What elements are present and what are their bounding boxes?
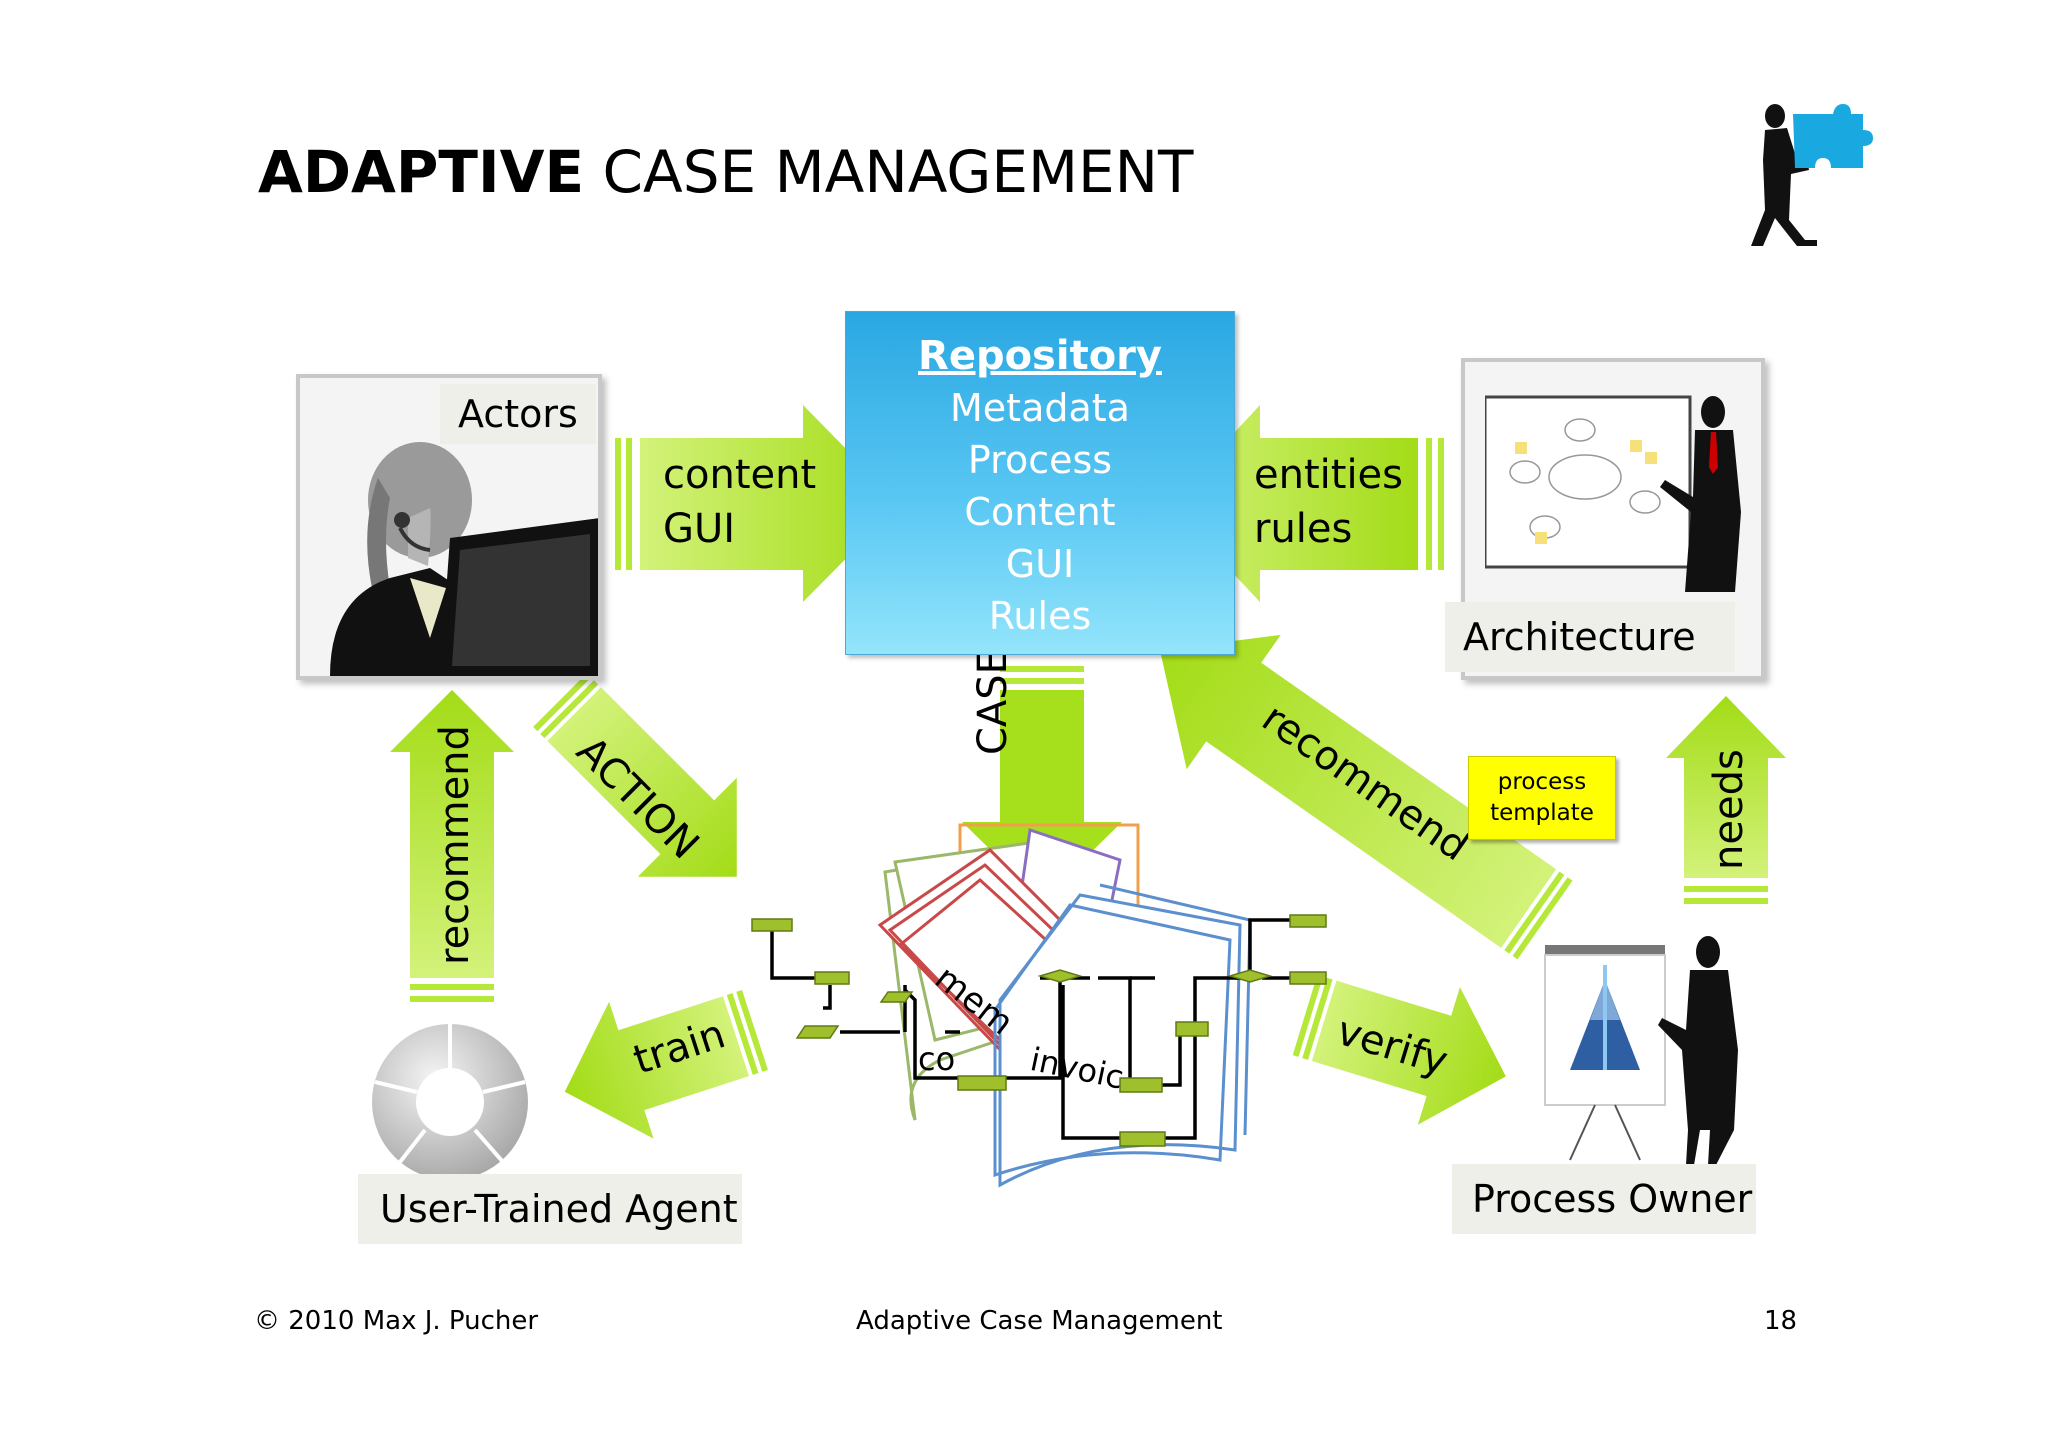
arrow-label-content: content [663, 452, 817, 498]
call-center-agent-icon [330, 442, 598, 676]
arrow-label-gui: GUI [663, 506, 736, 552]
arrow-content-gui [615, 405, 900, 602]
note-line-1: process [1497, 769, 1587, 795]
architecture-panel: Architecture [1445, 358, 1765, 680]
repository-item-metadata: Metadata [950, 386, 1130, 430]
footer-page-number: 18 [1764, 1306, 1798, 1336]
slide-title: ADAPTIVE CASE MANAGEMENT [258, 138, 1193, 206]
repository-heading: Repository [918, 333, 1162, 379]
arrow-needs [1666, 696, 1786, 904]
architect-whiteboard-icon [1485, 395, 1741, 592]
process-owner-presenter-icon [1544, 936, 1738, 1165]
process-template-note: process template [1468, 756, 1616, 840]
cycle-ring-icon [372, 1024, 528, 1174]
footer-center: Adaptive Case Management [856, 1306, 1223, 1336]
arrow-label-recommend-left: recommend [432, 725, 478, 965]
arrow-recommend-diag [1159, 634, 1573, 960]
puzzle-man-icon [1751, 104, 1873, 246]
actors-label: Actors [440, 384, 596, 444]
note-line-2: template [1490, 800, 1594, 826]
repository-item-process: Process [967, 438, 1113, 482]
arrow-label-needs: needs [1706, 749, 1752, 870]
owner-label: Process Owner [1452, 1164, 1756, 1234]
title-bold: ADAPTIVE [258, 138, 585, 206]
title-rest: CASE MANAGEMENT [602, 138, 1194, 206]
arrow-label-rules: rules [1254, 506, 1353, 552]
actors-panel: Actors [296, 374, 602, 680]
arrow-action [533, 673, 737, 877]
repository-item-gui: GUI [1005, 542, 1075, 586]
arrow-train [564, 990, 768, 1139]
process-tasks [751, 914, 1327, 1147]
arrow-verify [1292, 974, 1506, 1125]
agent-label: User-Trained Agent [358, 1174, 742, 1244]
footer-copyright: © 2010 Max J. Pucher [254, 1306, 539, 1336]
arrow-label-entities: entities [1254, 452, 1404, 498]
doc-label-contract: co [918, 1040, 956, 1078]
repository-box: Repository Metadata Process Content GUI … [845, 311, 1235, 655]
arrow-recommend-left [390, 690, 514, 1002]
architecture-label: Architecture [1445, 602, 1735, 672]
repository-item-content: Content [964, 490, 1116, 534]
repository-item-rules: Rules [988, 594, 1092, 638]
